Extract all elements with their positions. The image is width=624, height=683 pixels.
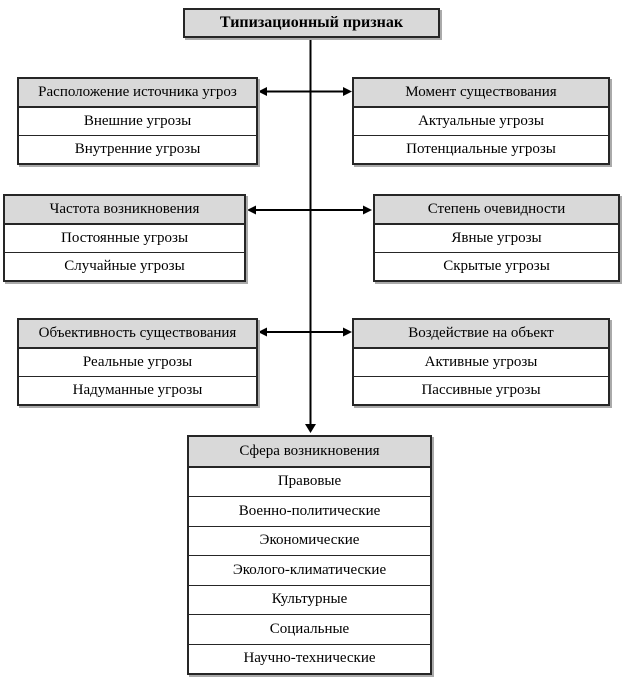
group-header: Воздействие на объект: [354, 320, 608, 349]
row2-double-arrow: [247, 205, 372, 215]
group-header: Момент существования: [354, 79, 608, 108]
group-item: Явные угрозы: [375, 225, 618, 252]
row3-double-arrow: [258, 327, 352, 337]
group-item: Правовые: [189, 467, 430, 496]
group-item: Экономические: [189, 525, 430, 555]
group-header: Степень очевидности: [375, 196, 618, 225]
group-item: Постоянные угрозы: [5, 225, 244, 252]
group-box-existence-objectivity: Объективность существования Реальные угр…: [17, 318, 258, 406]
group-item: Внешние угрозы: [19, 108, 256, 135]
group-box-occurrence-frequency: Частота возникновения Постоянные угрозы …: [3, 194, 246, 282]
group-item: Военно-политические: [189, 496, 430, 526]
group-box-evidence-degree: Степень очевидности Явные угрозы Скрытые…: [373, 194, 620, 282]
group-item: Эколого-климатические: [189, 555, 430, 585]
row1-double-arrow: [258, 87, 352, 96]
group-item: Актуальные угрозы: [354, 108, 608, 135]
group-item: Реальные угрозы: [19, 349, 256, 376]
group-box-object-impact: Воздействие на объект Активные угрозы Па…: [352, 318, 610, 406]
group-item: Случайные угрозы: [5, 252, 244, 280]
group-item: Внутренние угрозы: [19, 135, 256, 163]
group-header: Частота возникновения: [5, 196, 244, 225]
group-item: Скрытые угрозы: [375, 252, 618, 280]
group-header: Объективность существования: [19, 320, 256, 349]
group-item: Научно-технические: [189, 643, 430, 673]
group-box-occurrence-sphere: Сфера возникновения Правовые Военно-поли…: [187, 435, 432, 675]
spine-connector-down-arrow: [305, 38, 316, 433]
group-header: Сфера возникновения: [189, 437, 430, 468]
group-header: Расположение источника угроз: [19, 79, 256, 108]
group-box-source-location: Расположение источника угроз Внешние угр…: [17, 77, 258, 165]
group-item: Активные угрозы: [354, 349, 608, 376]
group-item: Пассивные угрозы: [354, 376, 608, 404]
group-item: Социальные: [189, 614, 430, 644]
group-item: Культурные: [189, 584, 430, 614]
title-box: Типизационный признак: [183, 8, 440, 38]
group-box-existence-moment: Момент существования Актуальные угрозы П…: [352, 77, 610, 165]
title-text: Типизационный признак: [219, 14, 404, 31]
group-item: Надуманные угрозы: [19, 376, 256, 404]
group-item: Потенциальные угрозы: [354, 135, 608, 163]
